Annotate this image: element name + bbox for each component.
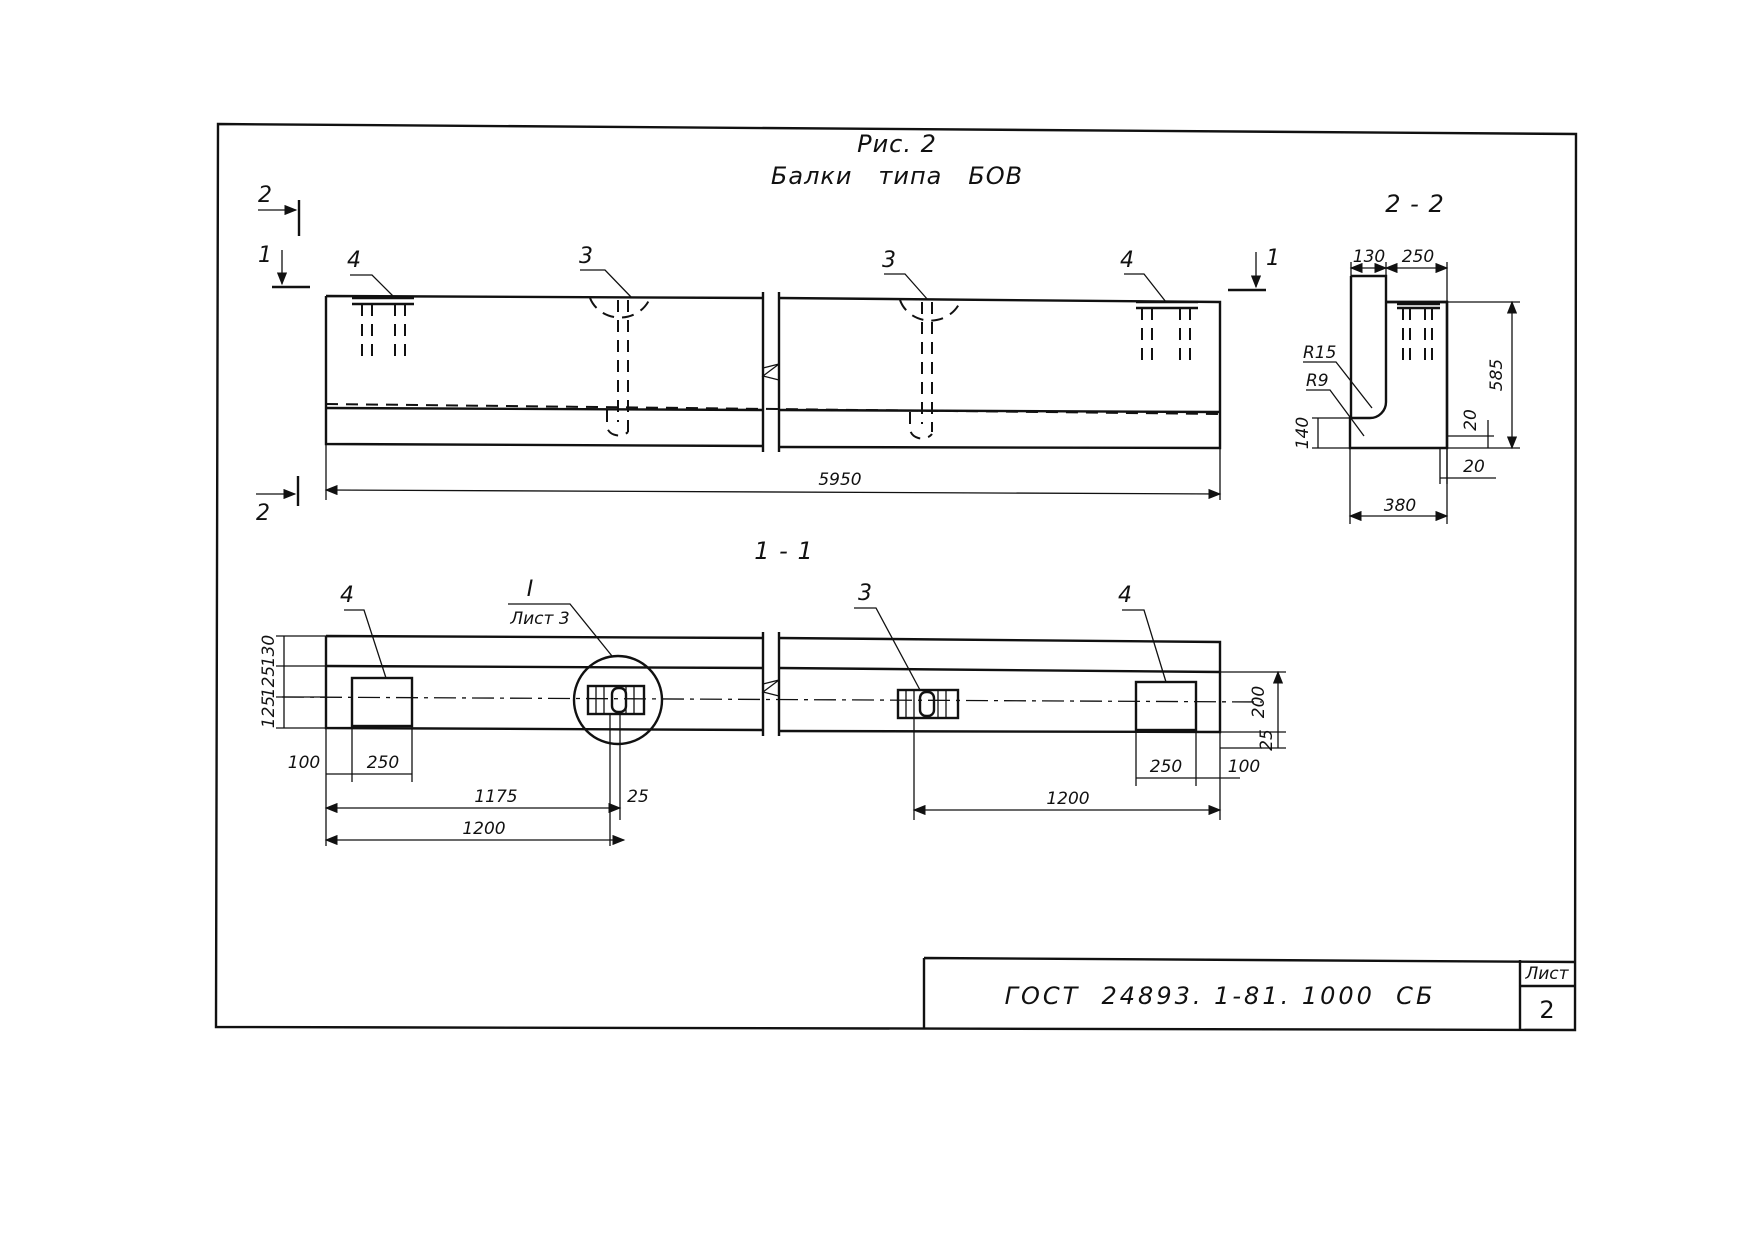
figure-caption: Рис. 2 [857,130,937,158]
elev-callout-4-right: 4 [1120,248,1134,273]
sheet-label: Лист [1524,964,1569,984]
sheet-number: 2 [1539,996,1554,1024]
plan-dim-100-right: 100 [1228,757,1260,777]
beam-elevation-view: 4 3 3 4 5950 [324,244,1222,500]
title-block: ГОСТ 24893. 1-81. 1000 СБ Лист 2 [922,956,1576,1030]
plan-dim-1200-right: 1200 [1046,789,1089,809]
sec22-dim-20-vertical: 20 [1461,409,1481,431]
detail-mark: I [527,577,534,602]
plan-dim-25: 25 [627,787,649,807]
plan-right-dim-25: 25 [1257,729,1277,751]
sec22-dim-380: 380 [1384,496,1416,516]
plan-dim-250-left: 250 [367,753,399,773]
section-2-2-title: 2 - 2 [1385,190,1444,218]
plan-left-dim-130: 130 [259,635,279,667]
section-mark-2-top: 2 [258,183,272,208]
elev-callout-4-left: 4 [347,248,361,273]
plan-dim-100-left: 100 [288,753,320,773]
sec22-dim-250: 250 [1402,247,1434,267]
section-1-1-view: 1 - 1 4 I Лист 3 3 4 125 [259,537,1286,846]
section-mark-1-right: 1 [1266,246,1280,271]
elev-callout-3-left: 3 [579,244,593,269]
plan-dim-1200-left: 1200 [462,819,505,839]
elev-callout-3-right: 3 [882,248,896,273]
sec22-dim-130: 130 [1353,247,1385,267]
plan-callout-3: 3 [858,581,872,606]
plan-dim-250-right: 250 [1150,757,1182,777]
plan-right-dim-200: 200 [1249,686,1269,718]
plan-left-dim-125a: 125 [259,696,279,728]
plan-left-dim-125b: 125 [259,666,279,698]
plan-callout-4-left: 4 [340,583,354,608]
section-2-2-view: 2 - 2 130 250 585 R15 R9 140 20 20 [1293,190,1520,524]
plan-callout-4-right: 4 [1118,583,1132,608]
document-designation: ГОСТ 24893. 1-81. 1000 СБ [1005,982,1436,1010]
figure-title: Балки типа БОВ [771,162,1023,190]
sec22-radius-r15: R15 [1303,343,1336,363]
sec22-radius-r9: R9 [1306,371,1329,391]
section-1-1-title: 1 - 1 [754,537,813,565]
sec22-dim-140: 140 [1293,417,1313,449]
sec22-dim-585: 585 [1487,359,1507,391]
section-mark-2-bottom: 2 [256,501,270,526]
section-mark-1-left: 1 [258,243,272,268]
section-marks: 2 2 1 1 [256,183,1280,526]
sec22-dim-20-horizontal: 20 [1463,457,1485,477]
elev-length-dim: 5950 [818,470,861,490]
detail-sheet-ref: Лист 3 [509,609,569,629]
sheet-frame [214,122,1578,1032]
plan-dim-1175: 1175 [474,787,517,807]
